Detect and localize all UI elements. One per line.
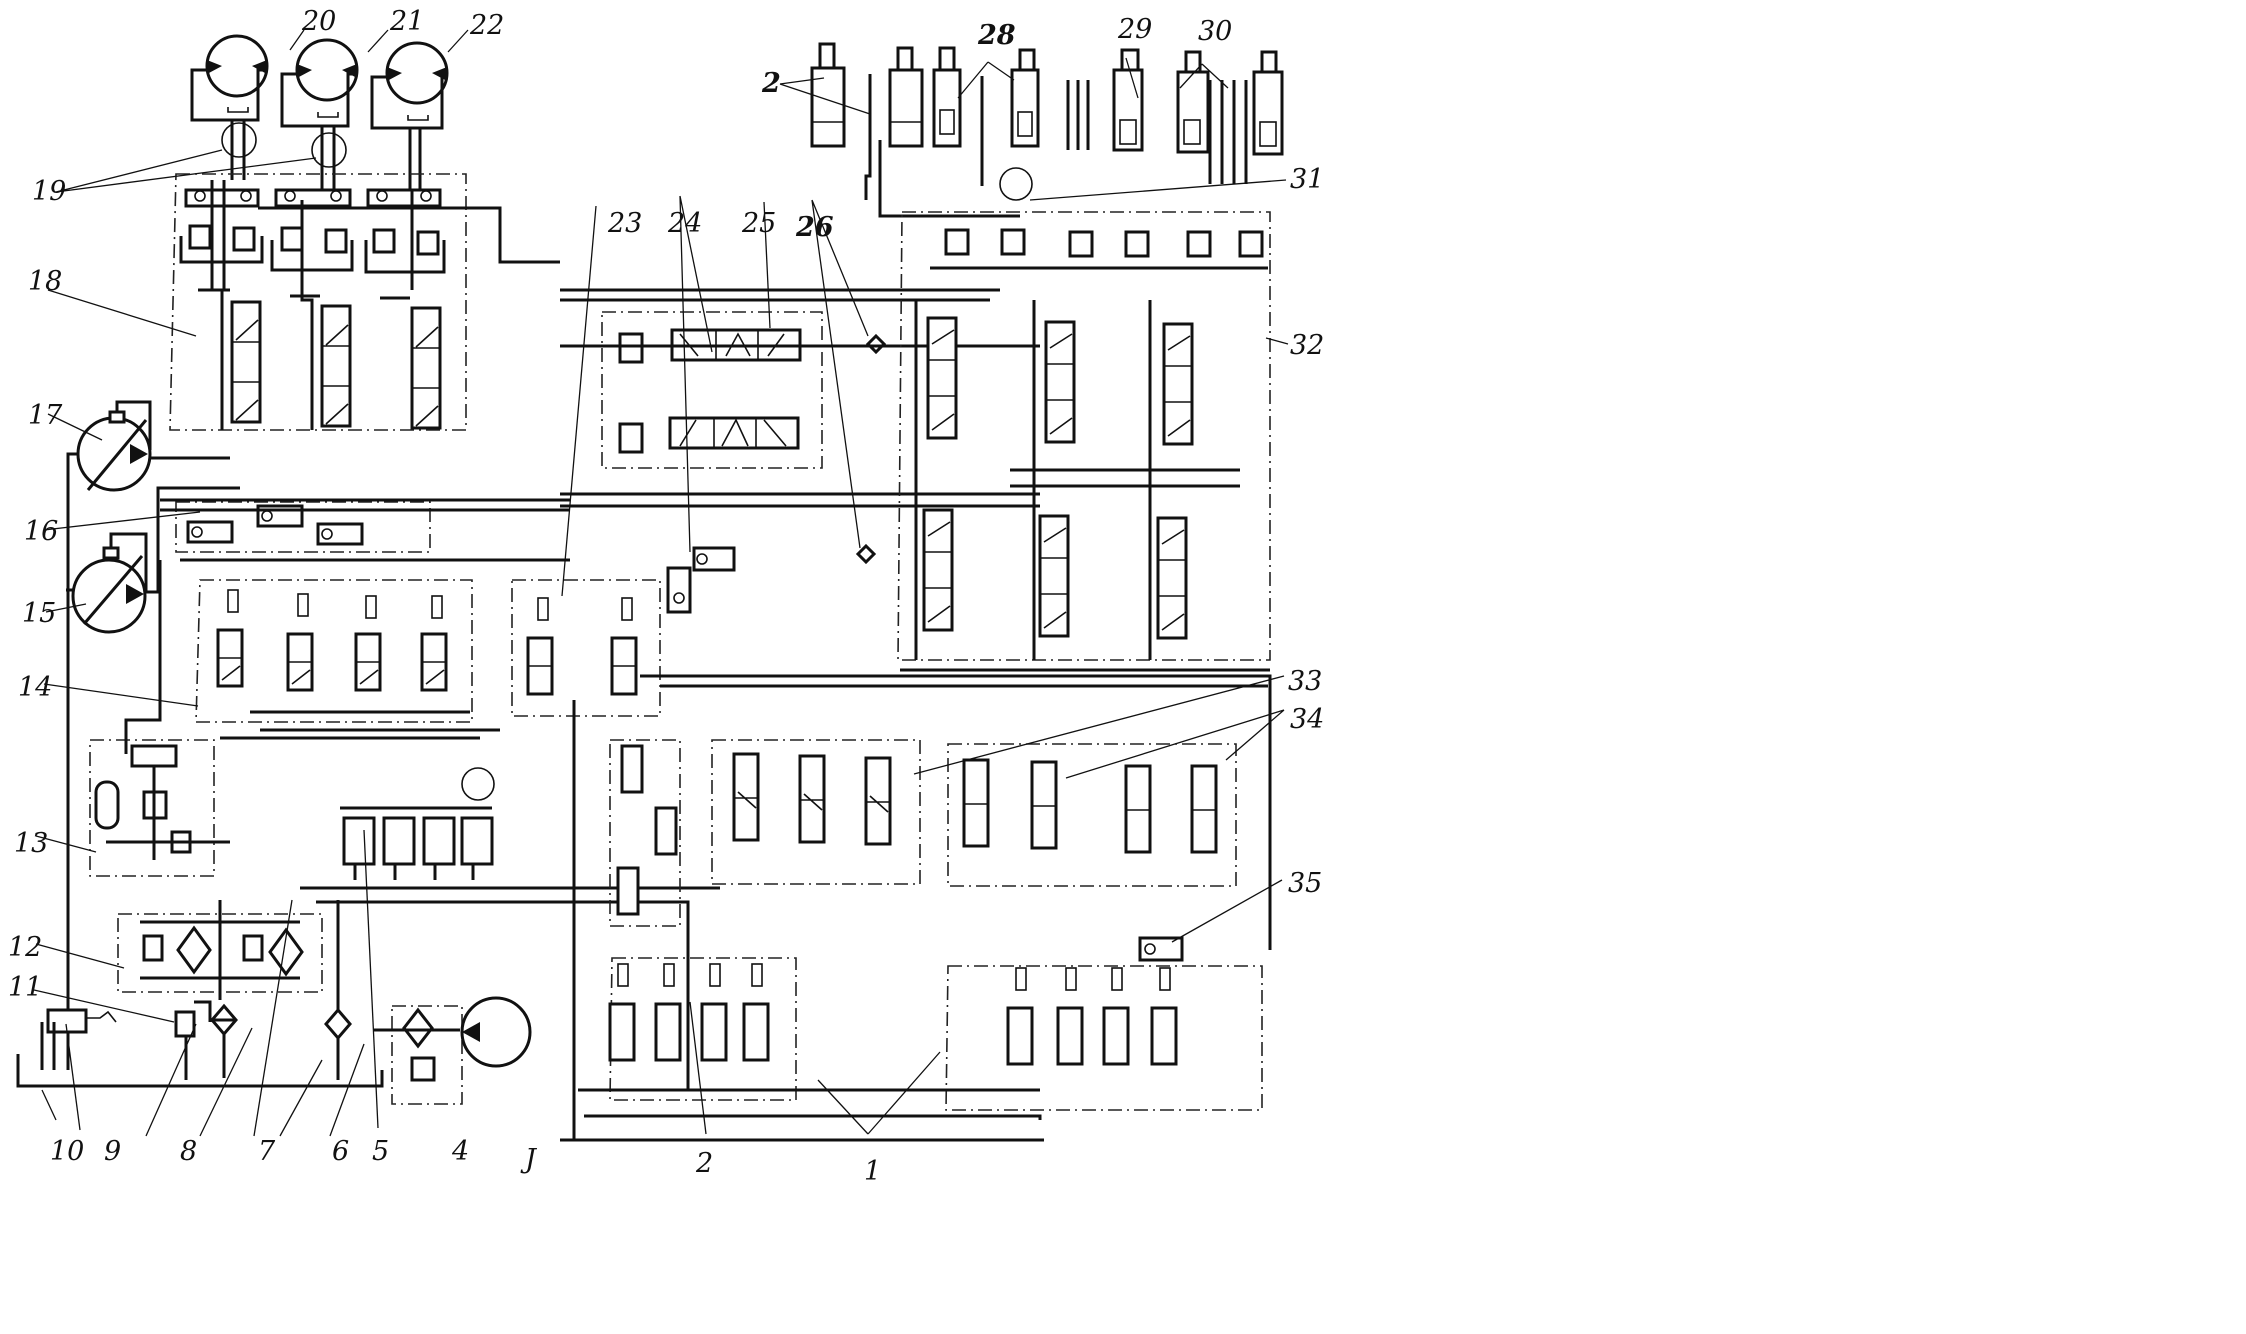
gauge-3 <box>461 767 495 801</box>
shuttle-valve-24 <box>666 546 736 614</box>
shuttle-valve-35 <box>1138 936 1184 962</box>
label-23: 23 <box>607 208 642 239</box>
block-1-left <box>608 957 797 1101</box>
solenoid-valve-14c <box>354 595 382 692</box>
label-26: 26 <box>795 212 834 243</box>
label-22: 22 <box>469 10 504 41</box>
return-line-10 <box>16 1054 384 1088</box>
label-13: 13 <box>14 828 48 859</box>
label-17: 17 <box>28 400 63 431</box>
block-23-25 <box>560 288 1040 508</box>
block-14 <box>195 579 500 740</box>
label-9: 9 <box>104 1136 121 1167</box>
variable-pump-15 <box>66 486 240 634</box>
label-1: 1 <box>864 1156 881 1187</box>
valve-9 <box>40 1008 117 1070</box>
label-7: 7 <box>258 1136 276 1167</box>
directional-valve-32a <box>926 316 958 440</box>
label-33: 33 <box>1288 666 1322 697</box>
label-16: 16 <box>24 516 58 547</box>
label-20: 20 <box>301 6 336 37</box>
filter-7 <box>324 900 352 1080</box>
directional-valve-32e <box>1038 514 1070 638</box>
block-34 <box>947 743 1237 887</box>
relief-valve-11 <box>174 1000 212 1080</box>
label-25: 25 <box>741 208 776 239</box>
check-valve-26a <box>865 333 887 355</box>
label-15: 15 <box>22 598 56 629</box>
label-14: 14 <box>18 672 52 703</box>
block-12 <box>117 900 323 1000</box>
label-2-top: 2 <box>761 68 781 99</box>
block-32 <box>855 211 1271 672</box>
pump-4 <box>460 996 532 1068</box>
hydraulic-motors-group <box>190 34 449 190</box>
label-32: 32 <box>1290 330 1324 361</box>
block-23-solenoids <box>511 579 661 717</box>
motor-20 <box>190 34 269 180</box>
directional-valve-18c <box>410 306 442 430</box>
label-35: 35 <box>1288 868 1322 899</box>
cylinders-top-right <box>810 42 1284 218</box>
label-24: 24 <box>667 208 702 239</box>
label-34: 34 <box>1290 704 1324 735</box>
block-13 <box>89 560 230 877</box>
label-19: 19 <box>32 176 66 207</box>
directional-valve-32d <box>922 508 954 632</box>
label-31: 31 <box>1290 164 1324 195</box>
solenoid-valve-14d <box>420 595 448 692</box>
check-valve-26b <box>855 543 877 565</box>
label-28: 28 <box>977 20 1016 51</box>
label-6: 6 <box>332 1136 349 1167</box>
motor-22 <box>370 41 449 190</box>
filter-8 <box>210 1003 238 1078</box>
directional-valve-25-lower <box>668 416 800 450</box>
directional-valve-32f <box>1156 516 1188 640</box>
label-4: 4 <box>451 1136 469 1167</box>
shuttle-valves-2 <box>609 739 681 927</box>
block-1-right <box>945 965 1263 1111</box>
motor-21 <box>280 38 359 190</box>
leader-lines <box>33 29 1289 1137</box>
label-18: 18 <box>28 266 62 297</box>
gauge-31 <box>999 167 1033 201</box>
filter-5 <box>374 1005 463 1105</box>
directional-valve-32c <box>1162 322 1194 446</box>
label-29: 29 <box>1117 14 1152 45</box>
label-5: 5 <box>372 1136 389 1167</box>
directional-valve-32b <box>1044 320 1076 444</box>
directional-valve-18a <box>230 300 262 424</box>
block-33 <box>711 739 921 885</box>
relief-valve-row <box>179 224 446 274</box>
solenoid-valve-14b <box>286 593 314 692</box>
label-3: J <box>520 1144 538 1175</box>
label-10: 10 <box>50 1136 84 1167</box>
block-18 <box>169 173 560 431</box>
label-12: 12 <box>8 932 42 963</box>
label-21: 21 <box>389 6 424 37</box>
label-8: 8 <box>180 1136 197 1167</box>
label-11: 11 <box>8 972 42 1003</box>
relief-valves-32 <box>930 228 1268 270</box>
label-2: 2 <box>695 1148 713 1179</box>
check-valve-row <box>184 188 560 264</box>
callout-labels: 1 2 2 J 4 5 6 7 8 9 10 11 12 13 14 15 16… <box>8 6 1324 1187</box>
block-16 <box>160 498 570 562</box>
directional-valve-18b <box>320 304 352 428</box>
label-30: 30 <box>1198 16 1232 47</box>
solenoid-valve-14a <box>216 589 244 688</box>
cylinders-6 <box>340 806 494 880</box>
variable-pump-17 <box>66 400 230 1070</box>
